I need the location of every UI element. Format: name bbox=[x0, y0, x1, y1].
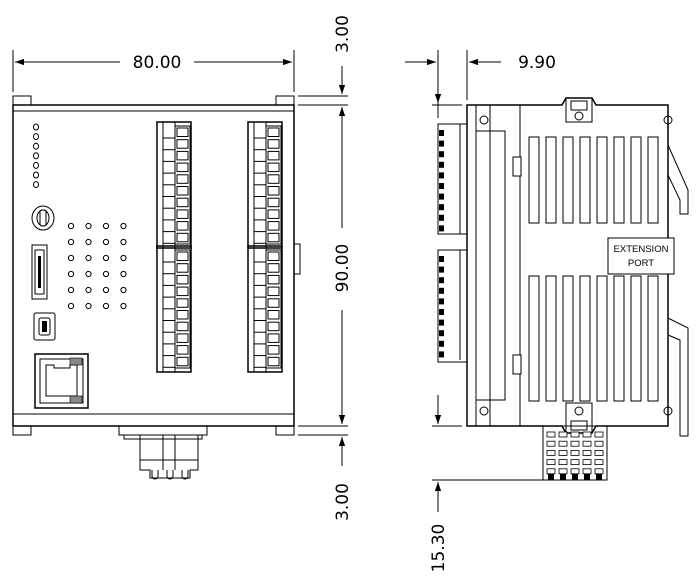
top-clip-dimension: 3.00 bbox=[333, 15, 353, 53]
terminal-block-bottom-left bbox=[156, 245, 192, 373]
connector-drop-dimension: 15.30 bbox=[429, 524, 449, 573]
run-stop-switch bbox=[31, 205, 55, 231]
top-left-din-clip bbox=[12, 95, 32, 106]
svg-text:PORT: PORT bbox=[628, 258, 654, 269]
extension-port-label: EXTENSION PORT bbox=[607, 237, 675, 275]
din-hook-top bbox=[667, 144, 689, 215]
side-dimensions: 9.90 15.30 bbox=[405, 50, 556, 572]
svg-text:EXTENSION: EXTENSION bbox=[614, 244, 669, 255]
front-dimensions: 80.00 3.00 90.00 3.00 bbox=[12, 15, 353, 521]
terminal-block-bottom-right bbox=[247, 245, 283, 373]
side-view: EXTENSION PORT bbox=[437, 97, 689, 481]
status-led-column bbox=[33, 123, 39, 189]
din-hook-bottom bbox=[667, 317, 689, 437]
bottom-left-din-clip bbox=[12, 425, 32, 436]
usb-port bbox=[33, 312, 56, 341]
width-dimension: 80.00 bbox=[133, 53, 182, 73]
front-view bbox=[12, 95, 301, 480]
front-housing bbox=[12, 104, 295, 427]
terminal-block-top-left bbox=[156, 121, 192, 249]
top-right-din-clip bbox=[275, 95, 295, 106]
ethernet-port bbox=[34, 353, 89, 409]
side-bottom-latch bbox=[565, 402, 593, 434]
side-bottom-connector bbox=[542, 425, 608, 481]
depth-dimension: 9.90 bbox=[518, 53, 556, 73]
front-bottom-connector bbox=[118, 425, 208, 480]
bottom-clip-dimension: 3.00 bbox=[333, 483, 353, 521]
bottom-right-din-clip bbox=[275, 425, 295, 436]
side-top-latch bbox=[565, 97, 593, 123]
io-led-grid bbox=[67, 222, 127, 310]
terminal-block-top-right bbox=[247, 121, 283, 249]
height-dimension: 90.00 bbox=[333, 244, 353, 293]
sd-card-slot bbox=[31, 244, 48, 300]
